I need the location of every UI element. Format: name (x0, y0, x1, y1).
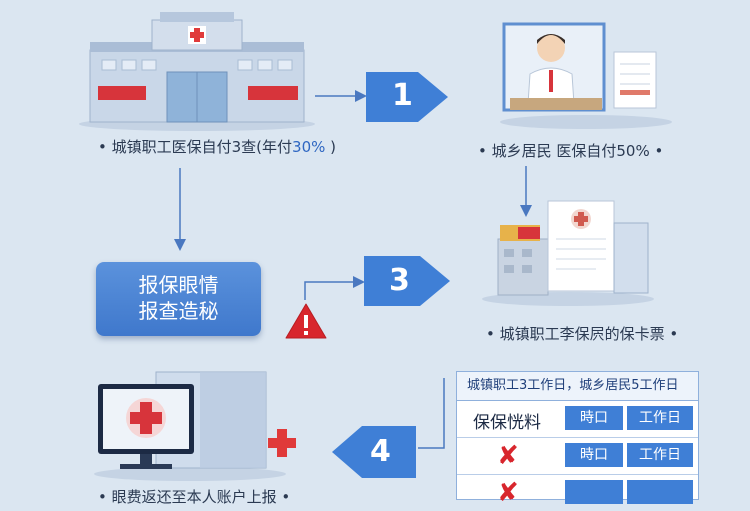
report-card: 报保眼情 报查造秘 (96, 262, 261, 336)
doctor-desk-icon (500, 22, 672, 129)
computer-icon (94, 371, 286, 481)
row-label: 保保恍料 (473, 413, 541, 433)
table-row: ✘ (457, 475, 698, 511)
report-card-line-2: 报查造秘 (138, 299, 219, 323)
x-mark-icon: ✘ (497, 478, 519, 508)
step-4-arrow (332, 426, 416, 478)
table-cell: 時口 (565, 443, 623, 467)
table-cell (627, 480, 693, 504)
warning-icon (285, 303, 327, 339)
table-cell: 工作日 (627, 406, 693, 430)
step-3-arrow (364, 256, 450, 306)
documents-icon (482, 200, 654, 306)
table-cell: 工作日 (627, 443, 693, 467)
table-row: ✘ 時口 工作日 (457, 438, 698, 475)
table-cell (565, 480, 623, 504)
table-row: 保保恍料 時口 工作日 (457, 401, 698, 438)
step-3-number: 3 (389, 263, 410, 298)
step-1-arrow (366, 72, 448, 122)
x-mark-icon: ✘ (497, 441, 519, 471)
table-header: 城镇职工3工作日，城乡居民5工作日 (457, 372, 698, 401)
step-4-number: 4 (370, 434, 391, 469)
caption-hospital: • 城镇职工医保自付3查(年付30% ) (98, 138, 336, 156)
medical-cross-icon (268, 429, 296, 457)
flow-lines (174, 72, 532, 478)
caption-doctor: • 城乡居民 医保自付50% • (478, 142, 664, 160)
caption-computer: • 眼费返还至本人账户上报 • (98, 488, 291, 506)
processing-time-table: 城镇职工3工作日，城乡居民5工作日 保保恍料 時口 工作日 ✘ 時口 工作日 ✘ (456, 371, 699, 508)
step-1-number: 1 (392, 78, 413, 113)
hospital-building-icon (79, 12, 315, 131)
report-card-line-1: 报保眼情 (138, 273, 219, 297)
table-cell: 時口 (565, 406, 623, 430)
caption-documents: • 城镇职工李保屄的保卡票 • (486, 325, 679, 343)
